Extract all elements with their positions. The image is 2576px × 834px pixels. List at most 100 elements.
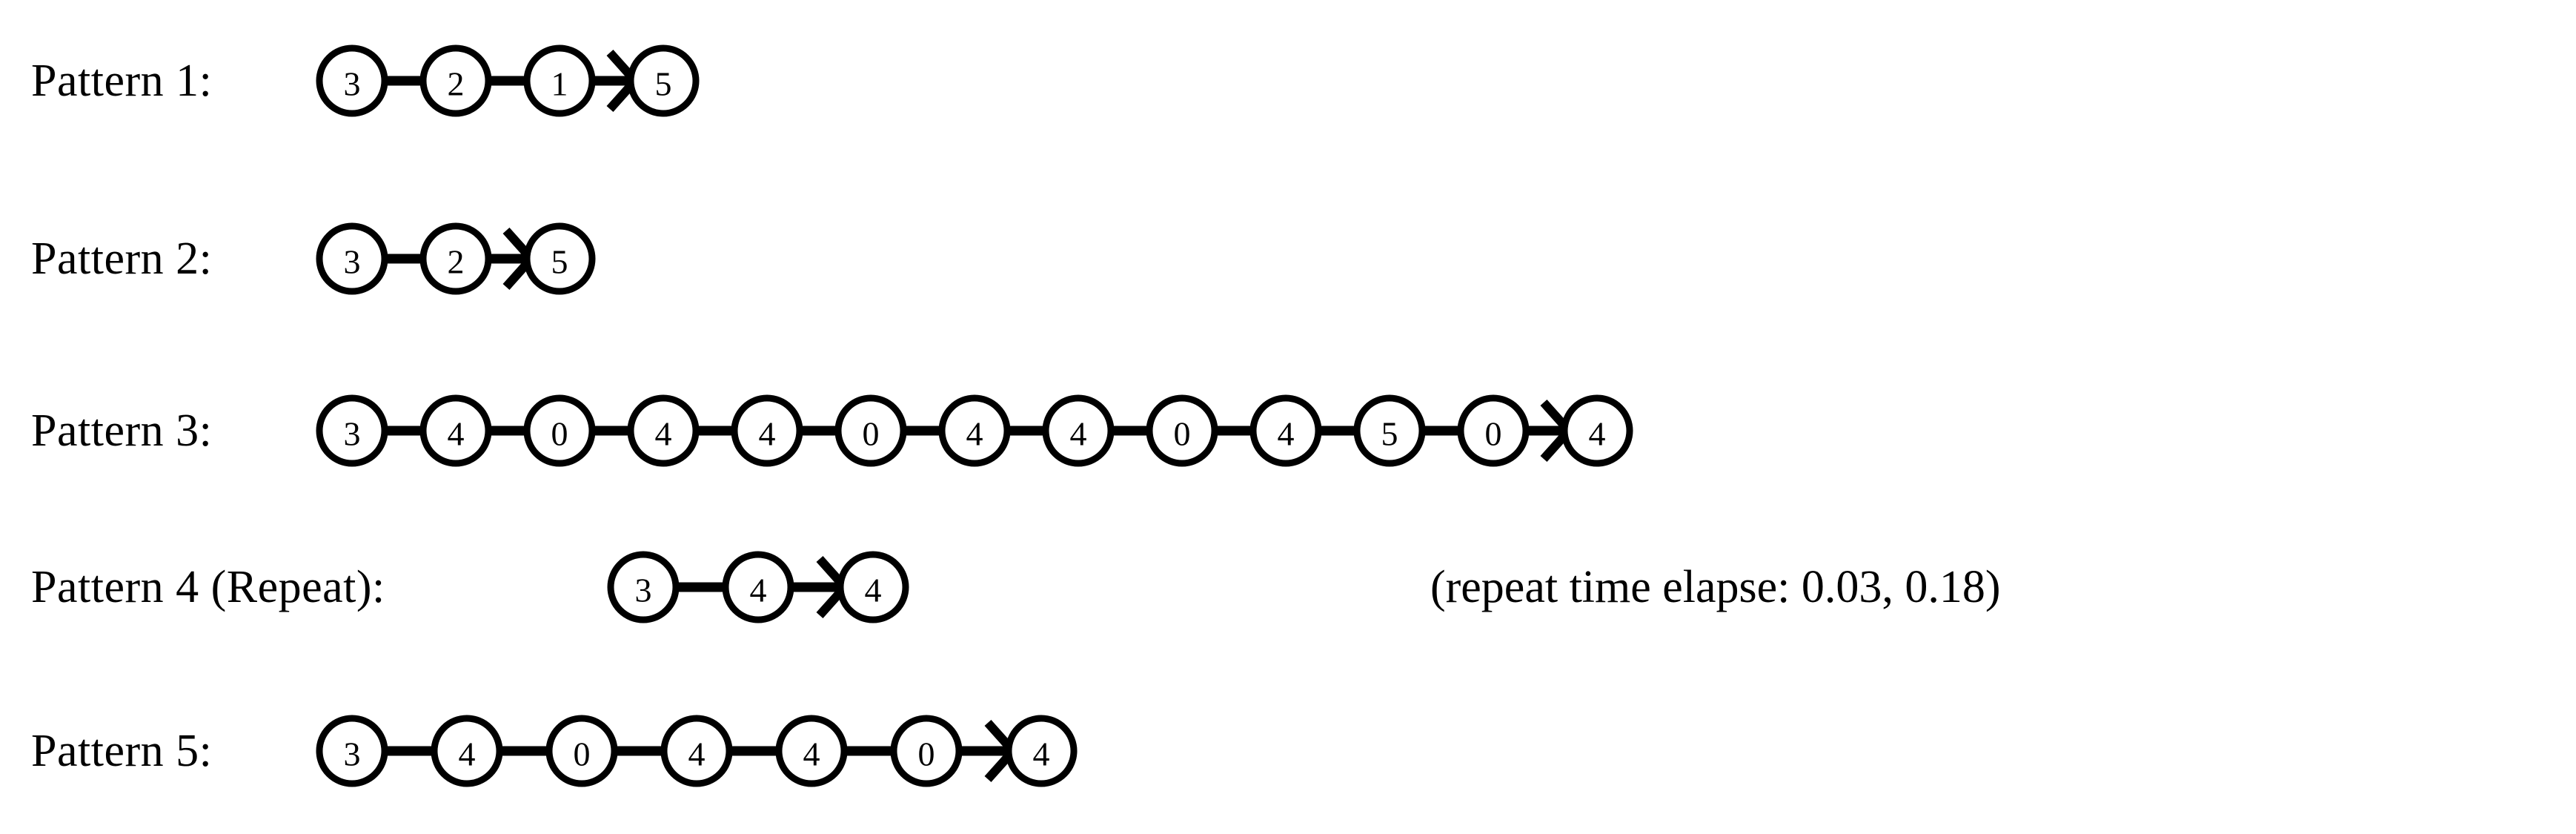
chain-node: 4 <box>1005 715 1078 787</box>
node-value: 3 <box>344 243 361 281</box>
node-value: 0 <box>863 414 880 452</box>
node-circle <box>731 394 803 467</box>
chain-node: 0 <box>890 715 963 787</box>
chain-node: 1 <box>523 44 596 117</box>
node-value: 0 <box>574 735 591 772</box>
node-value: 0 <box>551 414 568 452</box>
pattern-chain-1: 3 2 1 5 <box>316 44 700 117</box>
node-value: 4 <box>759 414 776 452</box>
chain-node: 2 <box>419 222 492 295</box>
chain-node: 0 <box>545 715 618 787</box>
node-value: 5 <box>551 243 568 281</box>
node-circle <box>1042 394 1115 467</box>
pattern-label-3: Pattern 3: <box>31 405 213 456</box>
pattern-chain-5: 3 4 0 4 4 0 4 <box>316 715 1078 787</box>
node-value: 4 <box>1278 414 1295 452</box>
pattern-label-1: Pattern 1: <box>31 55 213 106</box>
node-value: 4 <box>688 735 706 772</box>
chain-node: 3 <box>316 222 388 295</box>
node-circle <box>523 44 596 117</box>
pattern-label-5: Pattern 5: <box>31 725 213 776</box>
chain-node: 0 <box>834 394 907 467</box>
node-circle <box>837 551 909 623</box>
node-circle <box>316 715 388 787</box>
node-circle <box>1561 394 1633 467</box>
chain-node: 5 <box>523 222 596 295</box>
chain-node: 4 <box>1249 394 1322 467</box>
node-circle <box>607 551 680 623</box>
chain-node: 4 <box>731 394 803 467</box>
node-circle <box>890 715 963 787</box>
chain-node: 0 <box>523 394 596 467</box>
node-circle <box>523 394 596 467</box>
node-circle <box>627 394 700 467</box>
node-value: 4 <box>448 414 465 452</box>
pattern-label-2: Pattern 2: <box>31 234 213 285</box>
chain-node: 4 <box>1561 394 1633 467</box>
chain-node: 5 <box>627 44 700 117</box>
node-circle <box>419 222 492 295</box>
repeat-time-elapse-note: (repeat time elapse: 0.03, 0.18) <box>1430 562 2001 613</box>
chain-node: 3 <box>607 551 680 623</box>
node-circle <box>938 394 1011 467</box>
node-circle <box>1249 394 1322 467</box>
chain-node: 4 <box>431 715 503 787</box>
node-value: 3 <box>344 735 361 772</box>
node-circle <box>627 44 700 117</box>
node-value: 4 <box>459 735 476 772</box>
node-circle <box>1005 715 1078 787</box>
node-value: 2 <box>448 64 465 102</box>
node-value: 0 <box>918 735 935 772</box>
node-circle <box>431 715 503 787</box>
node-circle <box>1146 394 1218 467</box>
node-circle <box>419 394 492 467</box>
node-circle <box>316 222 388 295</box>
node-value: 3 <box>344 414 361 452</box>
node-circle <box>1457 394 1530 467</box>
chain-node: 5 <box>1353 394 1426 467</box>
chain-node: 4 <box>1042 394 1115 467</box>
node-value: 3 <box>635 572 652 609</box>
chain-node: 4 <box>660 715 733 787</box>
node-value: 4 <box>1589 414 1606 452</box>
node-value: 4 <box>1070 414 1087 452</box>
node-value: 2 <box>448 243 465 281</box>
node-value: 0 <box>1174 414 1191 452</box>
node-circle <box>775 715 848 787</box>
node-value: 4 <box>750 572 767 609</box>
node-circle <box>545 715 618 787</box>
chain-node: 2 <box>419 44 492 117</box>
chain-node: 0 <box>1146 394 1218 467</box>
pattern-chain-3: 3 4 0 4 4 0 4 4 0 4 5 0 4 <box>316 394 1633 467</box>
chain-node: 3 <box>316 394 388 467</box>
pattern-chain-4: 3 4 4 <box>607 551 909 623</box>
node-value: 4 <box>803 735 820 772</box>
chain-node: 4 <box>627 394 700 467</box>
pattern-chain-2: 3 2 5 <box>316 222 596 295</box>
node-circle <box>660 715 733 787</box>
node-value: 5 <box>1381 414 1398 452</box>
node-circle <box>419 44 492 117</box>
chain-node: 3 <box>316 715 388 787</box>
node-value: 4 <box>655 414 672 452</box>
chain-node: 4 <box>722 551 794 623</box>
node-circle <box>316 44 388 117</box>
chain-node: 4 <box>938 394 1011 467</box>
chain-node: 0 <box>1457 394 1530 467</box>
chain-node: 4 <box>775 715 848 787</box>
node-circle <box>523 222 596 295</box>
chain-node: 3 <box>316 44 388 117</box>
node-circle <box>834 394 907 467</box>
node-value: 0 <box>1485 414 1502 452</box>
node-circle <box>1353 394 1426 467</box>
chain-node: 4 <box>419 394 492 467</box>
node-circle <box>722 551 794 623</box>
node-value: 3 <box>344 64 361 102</box>
node-value: 4 <box>1033 735 1050 772</box>
node-circle <box>316 394 388 467</box>
node-value: 4 <box>966 414 983 452</box>
node-value: 4 <box>865 572 882 609</box>
chain-node: 4 <box>837 551 909 623</box>
node-value: 1 <box>551 64 568 102</box>
